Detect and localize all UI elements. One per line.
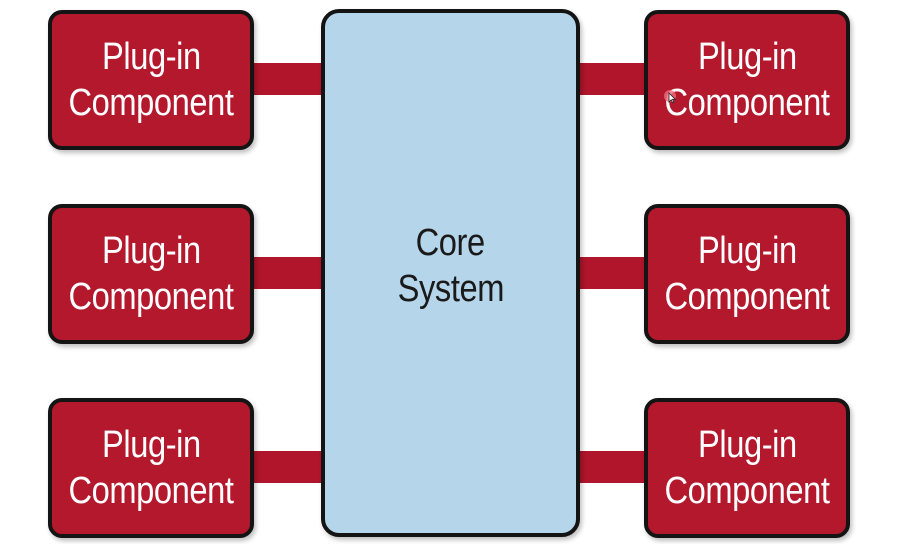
plugin-component-left-middle: Plug-in Component <box>48 204 254 344</box>
plugin-label-line1: Plug-in <box>101 36 201 78</box>
plugin-component-right-bottom: Plug-in Component <box>644 398 850 538</box>
connector-right-bottom <box>577 451 647 483</box>
plugin-label-line2: Component <box>664 82 830 124</box>
plugin-label-line1: Plug-in <box>101 230 201 272</box>
plugin-component-left-top: Plug-in Component <box>48 10 254 150</box>
connector-right-middle <box>577 257 647 289</box>
plugin-label-line1: Plug-in <box>697 424 797 466</box>
connector-left-bottom <box>254 451 324 483</box>
plugin-label-line2: Component <box>68 276 234 318</box>
connector-right-top <box>577 63 647 95</box>
plugin-component-left-bottom: Plug-in Component <box>48 398 254 538</box>
plugin-label-line2: Component <box>664 276 830 318</box>
plugin-component-right-top: Plug-in Component <box>644 10 850 150</box>
connector-left-top <box>254 63 324 95</box>
plugin-label-line1: Plug-in <box>697 36 797 78</box>
plugin-label-line1: Plug-in <box>101 424 201 466</box>
core-label-line2: System <box>397 268 504 310</box>
core-system-box: Core System <box>321 9 580 537</box>
plugin-label-line2: Component <box>664 470 830 512</box>
plugin-label-line2: Component <box>68 470 234 512</box>
mouse-pointer-icon <box>664 90 677 104</box>
plugin-component-right-middle: Plug-in Component <box>644 204 850 344</box>
core-label-line1: Core <box>415 222 486 264</box>
connector-left-middle <box>254 257 324 289</box>
plugin-label-line2: Component <box>68 82 234 124</box>
plugin-label-line1: Plug-in <box>697 230 797 272</box>
